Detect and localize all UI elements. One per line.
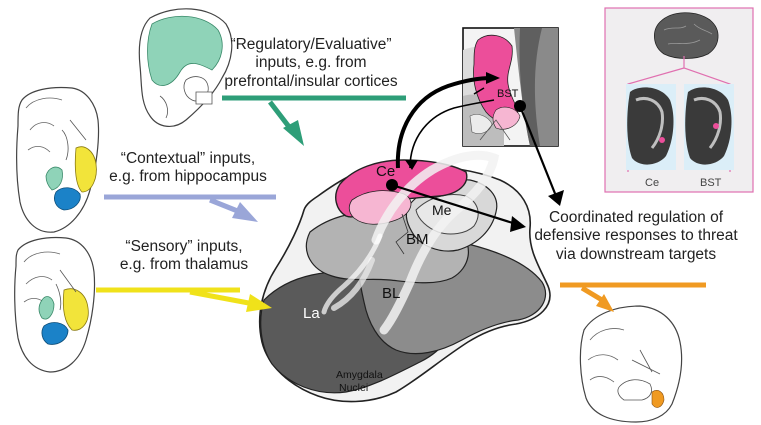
bst-inset [462, 27, 559, 147]
regulatory-inputs-label: “Regulatory/Evaluative” inputs, e.g. fro… [218, 36, 404, 91]
sensory-inputs-label: “Sensory” inputs, e.g. from thalamus [94, 238, 274, 275]
amygdala-nuclei-diagram [258, 150, 551, 403]
sensory-input-arrow [96, 287, 272, 312]
sensory-label-line2: e.g. from thalamus [119, 256, 249, 274]
nucleus-label-la: La [303, 305, 320, 322]
ce-bst-projections [386, 72, 564, 232]
nucleus-label-bl: BL [382, 285, 400, 302]
amygdala-caption-line2: Nuclei [339, 382, 368, 394]
nucleus-label-ce: Ce [376, 163, 395, 180]
coronal-section-thalamus [14, 236, 96, 373]
regulatory-label-line2: inputs, e.g. from [255, 54, 367, 72]
amygdala-caption-line1: Amygdala [336, 369, 383, 381]
coordinated-label-line2: defensive responses to threat [534, 227, 738, 245]
contextual-input-arrow [104, 194, 276, 222]
brain-inset-label-bst: BST [700, 177, 722, 189]
contextual-label-line1: “Contextual” inputs, [120, 150, 256, 167]
contextual-inputs-label: “Contextual” inputs, e.g. from hippocamp… [98, 150, 278, 187]
coordinated-label-line1: Coordinated regulation of [548, 209, 724, 226]
contextual-label-line2: e.g. from hippocampus [109, 168, 267, 186]
coordinated-label-line3: via downstream targets [555, 245, 717, 263]
regulatory-label-line3: prefrontal/insular cortices [224, 72, 398, 90]
coronal-section-hippocampus [16, 86, 100, 233]
regulatory-label-line1: “Regulatory/Evaluative” [230, 36, 392, 53]
coronal-section-prefrontal [138, 8, 233, 127]
downstream-output-arrow [560, 282, 706, 312]
coordinated-regulation-label: Coordinated regulation of defensive resp… [518, 209, 754, 264]
nucleus-label-me: Me [432, 202, 452, 218]
regulatory-input-arrow [222, 95, 406, 146]
sensory-label-line1: “Sensory” inputs, [125, 238, 243, 255]
nucleus-label-bm: BM [406, 231, 429, 248]
brain-inset-label-ce: Ce [645, 177, 659, 189]
coronal-section-downstream [579, 305, 683, 423]
brain-inset [604, 7, 754, 193]
bst-inset-label: BST [497, 88, 519, 100]
